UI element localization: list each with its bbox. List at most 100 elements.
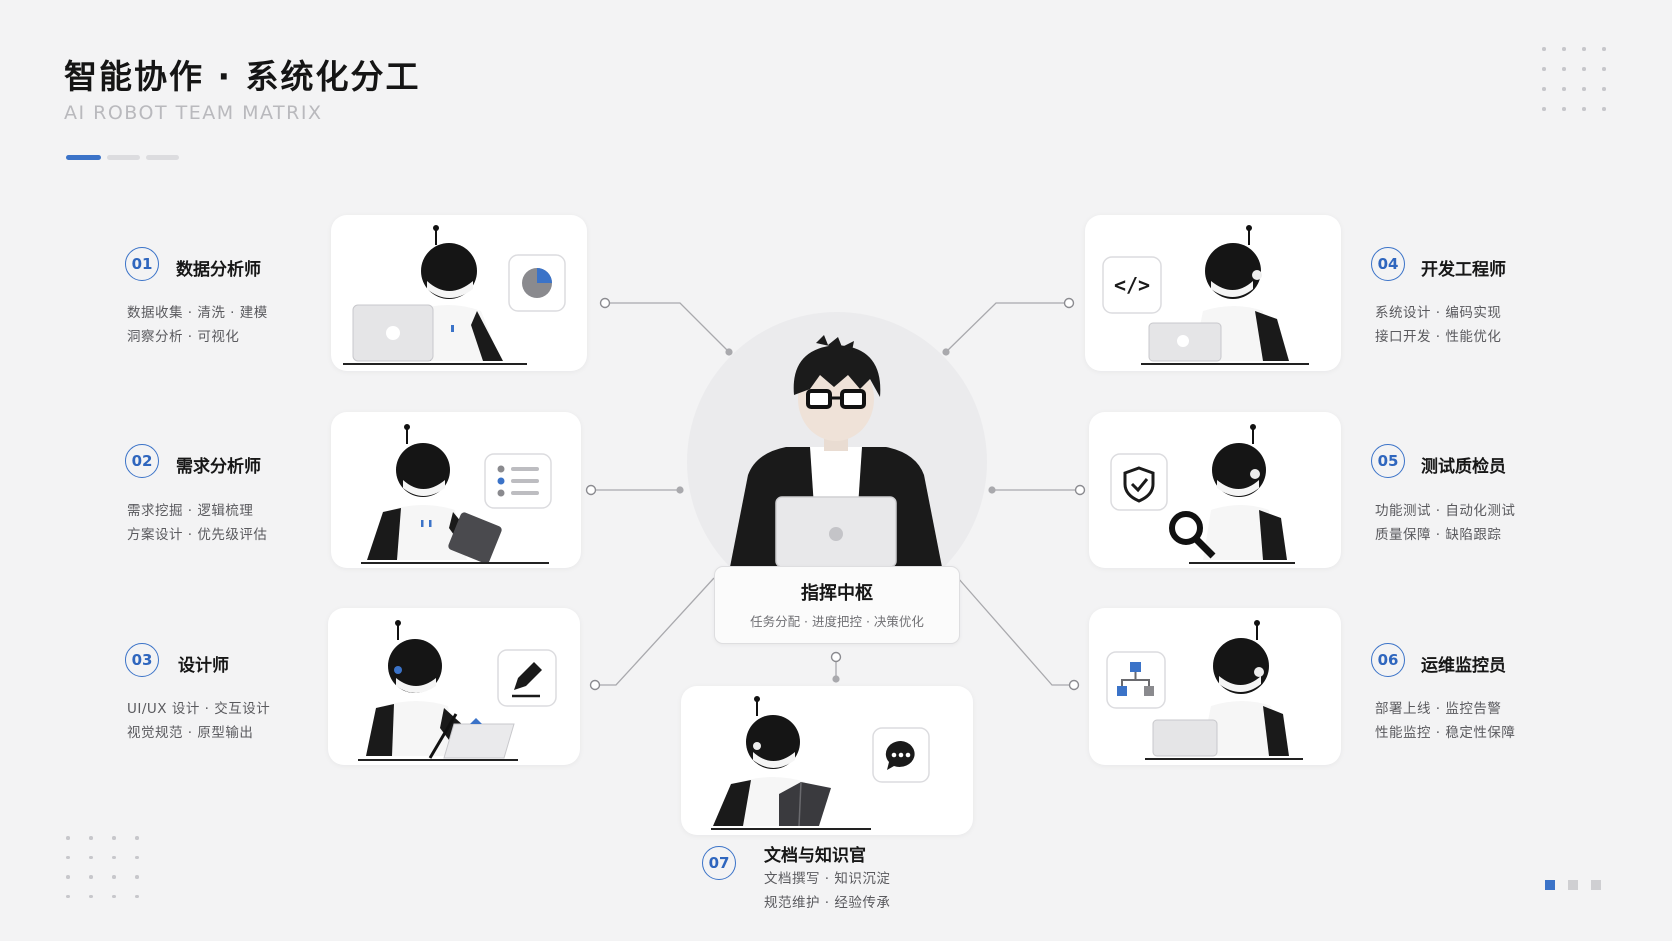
robot-illustration (711, 696, 871, 830)
page-subtitle: AI ROBOT TEAM MATRIX (64, 102, 323, 124)
decorative-dot-grid (66, 836, 158, 898)
role-title-01: 数据分析师 (176, 260, 261, 280)
role-duties-03: UI/UX 设计 · 交互设计 (127, 701, 271, 717)
role-duties-05: 质量保障 · 缺陷跟踪 (1375, 527, 1502, 543)
pie-chart-icon (508, 254, 566, 312)
robot-illustration (1169, 424, 1295, 564)
role-number-04: 04 (1371, 247, 1405, 281)
decorative-dot (112, 894, 116, 898)
decorative-dot (1542, 67, 1546, 71)
role-title-07: 文档与知识官 (764, 846, 866, 866)
role-number-03: 03 (125, 643, 159, 677)
robot-illustration (358, 620, 518, 761)
decorative-dot (89, 836, 93, 840)
pen-icon (497, 649, 557, 707)
decorative-dot (135, 894, 139, 898)
robot-card-01[interactable] (331, 215, 587, 371)
role-duties-01: 数据收集 · 清洗 · 建模 (127, 305, 268, 321)
page-dot[interactable] (1568, 880, 1578, 890)
decorative-dot (89, 894, 93, 898)
role-title-03: 设计师 (178, 656, 229, 676)
role-duties-04: 接口开发 · 性能优化 (1375, 329, 1502, 345)
decorative-dot (1582, 107, 1586, 111)
role-number-06: 06 (1371, 643, 1405, 677)
connector-06 (957, 577, 1074, 686)
decorative-dot (66, 836, 70, 840)
decorative-dot (66, 855, 70, 859)
robot-card-06[interactable] (1089, 608, 1341, 765)
decorative-dot (1582, 87, 1586, 91)
role-duties-06: 部署上线 · 监控告警 (1375, 701, 1502, 717)
decorative-dot (135, 836, 139, 840)
page-dot-active[interactable] (1545, 880, 1555, 890)
connector-01 (606, 302, 730, 353)
decorative-dot-grid (1542, 47, 1622, 111)
robot-card-05[interactable] (1089, 412, 1341, 568)
decorative-dot (135, 875, 139, 879)
connector-04 (945, 302, 1069, 353)
role-number-05: 05 (1371, 444, 1405, 478)
hub-title: 指挥中枢 (801, 583, 873, 604)
role-duties-07: 规范维护 · 经验传承 (764, 895, 891, 911)
role-duties-04: 系统设计 · 编码实现 (1375, 305, 1502, 321)
progress-bar-segment (146, 155, 179, 160)
decorative-dot (89, 855, 93, 859)
role-duties-05: 功能测试 · 自动化测试 (1375, 503, 1516, 519)
robot-card-04[interactable]: </> (1085, 215, 1341, 371)
network-icon (1106, 651, 1166, 709)
role-title-02: 需求分析师 (176, 457, 261, 477)
command-center-box[interactable]: 指挥中枢 任务分配 · 进度把控 · 决策优化 (714, 566, 960, 644)
decorative-dot (1582, 67, 1586, 71)
decorative-dot (112, 836, 116, 840)
progress-bar-segment (107, 155, 140, 160)
robot-illustration (1141, 225, 1309, 365)
decorative-dot (1562, 87, 1566, 91)
decorative-dot (89, 875, 93, 879)
robot-illustration (361, 424, 549, 564)
decorative-dot (1602, 47, 1606, 51)
role-duties-03: 视觉规范 · 原型输出 (127, 725, 254, 741)
connector-03 (595, 577, 715, 686)
decorative-dot (112, 855, 116, 859)
role-number-01: 01 (125, 247, 159, 281)
role-title-04: 开发工程师 (1421, 260, 1506, 280)
robot-illustration (343, 225, 527, 365)
robot-card-07[interactable] (681, 686, 973, 835)
decorative-dot (1582, 47, 1586, 51)
decorative-dot (1562, 107, 1566, 111)
decorative-dot (66, 894, 70, 898)
role-duties-02: 需求挖掘 · 逻辑梳理 (127, 503, 254, 519)
shield-check-icon (1110, 453, 1168, 511)
role-duties-06: 性能监控 · 稳定性保障 (1375, 725, 1516, 741)
decorative-dot (1562, 47, 1566, 51)
role-number-07: 07 (702, 846, 736, 880)
role-duties-02: 方案设计 · 优先级评估 (127, 527, 268, 543)
chat-icon (872, 727, 930, 783)
robot-card-03[interactable] (328, 608, 580, 765)
svg-text:</>: </> (1114, 273, 1150, 297)
decorative-dot (1602, 67, 1606, 71)
decorative-dot (1602, 107, 1606, 111)
progress-bar-active (66, 155, 101, 160)
list-icon (484, 453, 552, 509)
decorative-dot (1562, 67, 1566, 71)
commander-figure-illustration (730, 335, 942, 567)
decorative-dot (1542, 107, 1546, 111)
role-title-06: 运维监控员 (1421, 656, 1506, 676)
role-number-02: 02 (125, 444, 159, 478)
code-icon: </> (1102, 256, 1162, 314)
role-title-05: 测试质检员 (1421, 457, 1506, 477)
role-duties-01: 洞察分析 · 可视化 (127, 329, 240, 345)
robot-card-02[interactable] (331, 412, 581, 568)
page-indicator[interactable] (1545, 880, 1605, 892)
decorative-dot (135, 855, 139, 859)
decorative-dot (112, 875, 116, 879)
page-dot[interactable] (1591, 880, 1601, 890)
decorative-dot (1542, 47, 1546, 51)
robot-illustration (1145, 620, 1303, 760)
decorative-dot (1602, 87, 1606, 91)
page-title: 智能协作 · 系统化分工 (64, 57, 421, 96)
hub-tasks: 任务分配 · 进度把控 · 决策优化 (750, 614, 924, 629)
decorative-dot (1542, 87, 1546, 91)
